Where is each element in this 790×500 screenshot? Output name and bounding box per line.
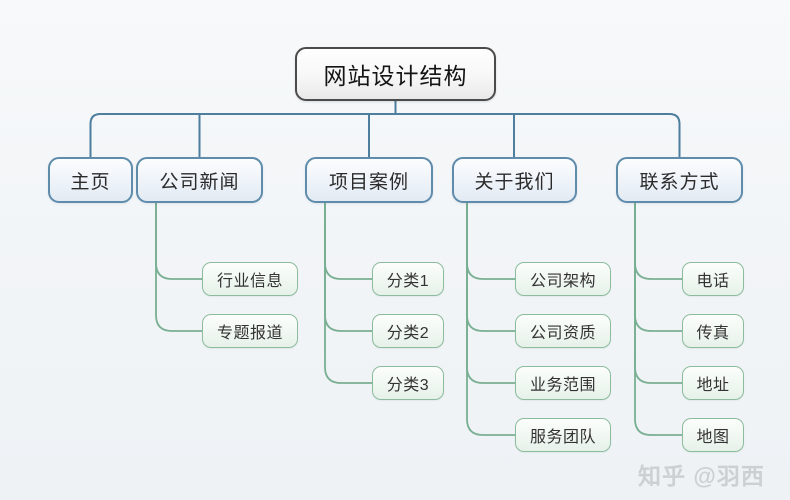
node-root-site-structure[interactable]: 网站设计结构: [295, 47, 496, 101]
node-special-reports[interactable]: 专题报道: [202, 314, 298, 348]
node-contact[interactable]: 联系方式: [616, 157, 743, 203]
node-address[interactable]: 地址: [682, 366, 744, 400]
node-fax[interactable]: 传真: [682, 314, 744, 348]
node-about-us[interactable]: 关于我们: [452, 157, 577, 203]
level1-connectors: [89, 101, 681, 157]
node-company-news[interactable]: 公司新闻: [136, 157, 263, 203]
node-service-team[interactable]: 服务团队: [515, 418, 611, 452]
node-company-structure[interactable]: 公司架构: [515, 262, 611, 296]
node-home[interactable]: 主页: [48, 157, 133, 203]
node-project-cases[interactable]: 项目案例: [305, 157, 433, 203]
node-category-3[interactable]: 分类3: [372, 366, 444, 400]
node-category-1[interactable]: 分类1: [372, 262, 444, 296]
node-map[interactable]: 地图: [682, 418, 744, 452]
zhihu-watermark: 知乎 @羽西: [638, 463, 765, 489]
node-phone[interactable]: 电话: [682, 262, 744, 296]
node-category-2[interactable]: 分类2: [372, 314, 444, 348]
node-business-scope[interactable]: 业务范围: [515, 366, 611, 400]
level2-connectors: [155, 203, 682, 436]
node-industry-info[interactable]: 行业信息: [202, 262, 298, 296]
node-company-qualifications[interactable]: 公司资质: [515, 314, 611, 348]
